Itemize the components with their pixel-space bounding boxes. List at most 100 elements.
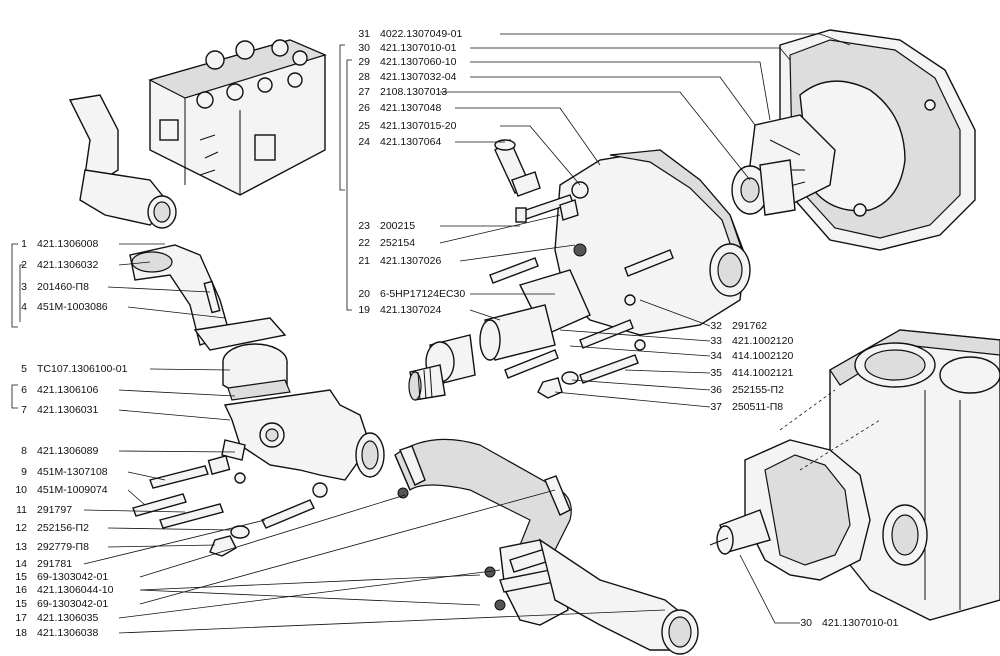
callout-number: 37 <box>710 401 722 413</box>
group-brackets <box>11 44 352 409</box>
callout-30: 30 421.1307010-01 <box>348 42 457 54</box>
callout-number: 16 <box>15 584 27 596</box>
callout-part-code: 69-1303042-01 <box>37 598 109 610</box>
callout-part-code: 421.1306106 <box>37 384 99 396</box>
thermostat-assembly <box>129 244 385 498</box>
callout-part-code: 421.1306032 <box>37 259 99 271</box>
callout-number: 2 <box>21 259 27 271</box>
callout-6: 6 421.1306106 <box>5 384 98 396</box>
callout-19: 19 421.1307024 <box>348 304 441 316</box>
callout-number: 8 <box>21 445 27 457</box>
callout-number: 30 <box>358 42 370 54</box>
callout-number: 13 <box>15 541 27 553</box>
callout-number: 28 <box>358 71 370 83</box>
callout-number: 6 <box>21 384 27 396</box>
callout-part-code: 291762 <box>732 320 768 332</box>
callout-2: 2 421.1306032 <box>5 259 98 271</box>
callout-number: 33 <box>710 335 722 347</box>
callout-number: 14 <box>15 558 27 570</box>
callout-number: 15 <box>15 571 27 583</box>
callout-17: 17 421.1306035 <box>5 612 98 624</box>
callout-number: 24 <box>358 136 370 148</box>
callout-number: 25 <box>358 120 370 132</box>
callout-28: 28 421.1307032-04 <box>348 71 457 83</box>
callout-part-code: 292779-П8 <box>37 541 89 553</box>
callout-part-code: 421.1307032-04 <box>380 71 457 83</box>
callout-number: 23 <box>358 220 370 232</box>
callout-number: 27 <box>358 86 370 98</box>
engine-block-bottom-right <box>709 329 1000 621</box>
callout-number: 9 <box>21 466 27 478</box>
callout-number: 36 <box>710 384 722 396</box>
callout-part-code: 252155-П2 <box>732 384 784 396</box>
callout-36: 36 252155-П2 <box>700 384 784 396</box>
pump-small-parts <box>494 138 579 223</box>
callout-part-code: 252154 <box>380 237 416 249</box>
callout-9: 9 451М-1307108 <box>5 466 108 478</box>
callout-number: 15 <box>15 598 27 610</box>
callout-part-code: 421.1002120 <box>732 335 794 347</box>
callout-number: 7 <box>21 404 27 416</box>
callout-27: 27 2108.1307013 <box>348 86 447 98</box>
callout-part-code: 2108.1307013 <box>380 86 448 98</box>
callout-number: 17 <box>15 612 27 624</box>
callout-number: 1 <box>21 238 27 250</box>
callout-number: 22 <box>358 237 370 249</box>
callout-part-code: ТС107.1306100-01 <box>37 363 128 375</box>
callout-number: 20 <box>358 288 370 300</box>
callout-part-code: 421.1307026 <box>380 255 442 267</box>
callout-part-code: 451М-1307108 <box>37 466 108 478</box>
callout-part-code: 4022.1307049-01 <box>380 28 463 40</box>
callout-25: 25 421.1307015-20 <box>348 120 457 132</box>
callout-part-code: 421.1307010-01 <box>380 42 457 54</box>
callout-4: 4 451М-1003086 <box>5 301 108 313</box>
cylinder-head-top-left <box>68 39 327 229</box>
callout-part-code: 421.1307048 <box>380 102 442 114</box>
callout-number: 30 <box>800 617 812 629</box>
callout-number: 4 <box>21 301 27 313</box>
callout-number: 11 <box>16 504 27 516</box>
callout-14: 14 291781 <box>5 558 72 570</box>
callout-number: 10 <box>15 484 27 496</box>
callout-33: 33 421.1002120 <box>700 335 793 347</box>
callout-part-code: 421.1307060-10 <box>380 56 457 68</box>
studs-right-of-pump <box>489 249 674 399</box>
callout-15b: 15 69-1303042-01 <box>5 598 108 610</box>
callout-part-code: 451М-1003086 <box>37 301 108 313</box>
pump-cover-top-right <box>731 29 976 251</box>
callout-34: 34 414.1002120 <box>700 350 793 362</box>
callout-part-code: 69-1303042-01 <box>37 571 109 583</box>
callout-part-code: 421.1306035 <box>37 612 99 624</box>
callout-part-code: 414.1002120 <box>732 350 794 362</box>
callout-number: 3 <box>21 281 27 293</box>
callout-part-code: 421.1307010-01 <box>822 617 899 629</box>
callout-part-code: 291781 <box>37 558 73 570</box>
studs-and-nuts-left <box>132 455 315 557</box>
callout-number: 5 <box>21 363 27 375</box>
callout-number: 21 <box>358 255 370 267</box>
callout-15: 15 69-1303042-01 <box>5 571 108 583</box>
callout-20: 20 6-5НР17124ЕС30 <box>348 288 465 300</box>
callout-part-code: 6-5НР17124ЕС30 <box>380 288 466 300</box>
callout-part-code: 421.1307015-20 <box>380 120 457 132</box>
callout-number: 34 <box>710 350 722 362</box>
callout-number: 19 <box>358 304 370 316</box>
callout-part-code: 421.1307024 <box>380 304 442 316</box>
